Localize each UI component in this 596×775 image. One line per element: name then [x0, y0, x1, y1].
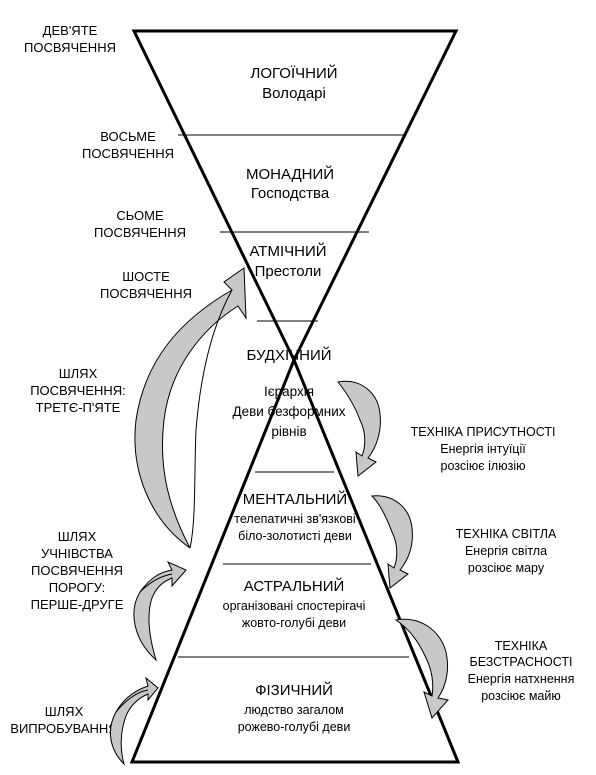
technique-presence-effect: розсіює ілюзію	[441, 459, 526, 473]
plane-physical-name: ФІЗИЧНИЙ	[255, 681, 333, 699]
upper-triangle	[131, 29, 459, 364]
path-3-5-label-2: ПОСВЯЧЕННЯ:	[30, 383, 126, 398]
path-probation-label-1: ШЛЯХ	[45, 704, 84, 719]
plane-buddhic-beings-1: Ієрархія	[264, 384, 314, 399]
path-1-2-label-2: УЧНІВСТВА	[41, 546, 113, 561]
path-1-2-arrow	[133, 560, 187, 662]
path-3-5-label-1: ШЛЯХ	[59, 366, 98, 381]
ninth-initiation-label-2: ПОСВЯЧЕННЯ	[24, 40, 116, 55]
technique-light-arrow	[370, 495, 413, 589]
technique-dispassion-title-2: БЕЗСТРАСНОСТІ	[470, 655, 573, 669]
plane-mental-name: МЕНТАЛЬНИЙ	[243, 490, 347, 508]
plane-mental-beings-2: біло-золотисті деви	[238, 529, 352, 543]
technique-presence-energy: Енергія інтуїції	[440, 442, 526, 456]
plane-physical-beings-1: людство загалом	[244, 703, 344, 717]
path-1-2-label-4: ПОРОГУ:	[49, 580, 106, 595]
path-1-2-label-3: ПОСВЯЧЕННЯ	[31, 563, 123, 578]
path-3-5-arrow-light	[189, 289, 233, 549]
path-3-5-label-3: ТРЕТЄ-П'ЯТЕ	[36, 400, 121, 415]
plane-astral-beings-1: організовані спостерігачі	[223, 599, 366, 613]
plane-astral-name: АСТРАЛЬНИЙ	[244, 577, 345, 595]
path-1-2-label-5: ПЕРШЕ-ДРУГЕ	[31, 597, 124, 612]
eighth-initiation-label-2: ПОСВЯЧЕННЯ	[82, 146, 174, 161]
technique-light-effect: розсіює мару	[468, 561, 545, 575]
sixth-initiation-label-1: ШОСТЕ	[122, 269, 170, 284]
plane-atmic-beings: Престоли	[255, 263, 322, 280]
lower-triangle	[129, 356, 461, 764]
plane-atmic-name: АТМІЧНИЙ	[249, 242, 326, 260]
path-3-5-arrow	[134, 267, 247, 549]
plane-logoic-beings: Володарі	[262, 85, 326, 102]
plane-buddhic-name: БУДХІЧНИЙ	[246, 346, 331, 364]
technique-presence-arrow	[337, 380, 381, 477]
plane-physical-beings-2: рожево-голубі деви	[238, 720, 351, 734]
seventh-initiation-label-1: СЬОМЕ	[116, 208, 164, 223]
seventh-initiation-label-2: ПОСВЯЧЕННЯ	[94, 225, 186, 240]
technique-dispassion-energy: Енергія натхнення	[468, 672, 575, 686]
path-probation-arrow	[109, 676, 159, 766]
path-probation-arrow-outline	[115, 689, 149, 713]
plane-buddhic-beings-2: Деви безформних	[232, 404, 345, 419]
sixth-initiation-label-2: ПОСВЯЧЕННЯ	[100, 286, 192, 301]
technique-light-energy: Енергія світла	[465, 544, 547, 558]
path-probation-label-2: ВИПРОБУВАННЯ	[10, 721, 117, 736]
technique-dispassion-title-1: ТЕХНІКА	[495, 639, 548, 653]
plane-logoic-name: ЛОГОЇЧНИЙ	[250, 64, 337, 82]
eighth-initiation-label-1: ВОСЬМЕ	[100, 129, 156, 144]
ninth-initiation-label-1: ДЕВ'ЯТЕ	[43, 23, 98, 38]
path-1-2-arrow-outline	[139, 573, 173, 593]
technique-dispassion-arrow	[394, 618, 449, 719]
plane-monadic-name: МОНАДНИЙ	[246, 165, 334, 183]
path-1-2-label-1: ШЛЯХ	[58, 529, 97, 544]
technique-dispassion-effect: розсіює майю	[481, 689, 561, 703]
technique-light-title: ТЕХНІКА СВІТЛА	[456, 527, 557, 541]
plane-astral-beings-2: жовто-голубі деви	[242, 616, 346, 630]
plane-mental-beings-1: телепатичні зв'язкові	[234, 512, 355, 526]
plane-buddhic-beings-3: рівнів	[271, 424, 306, 439]
technique-presence-title: ТЕХНІКА ПРИСУТНОСТІ	[411, 425, 556, 439]
plane-monadic-beings: Господства	[251, 185, 330, 202]
